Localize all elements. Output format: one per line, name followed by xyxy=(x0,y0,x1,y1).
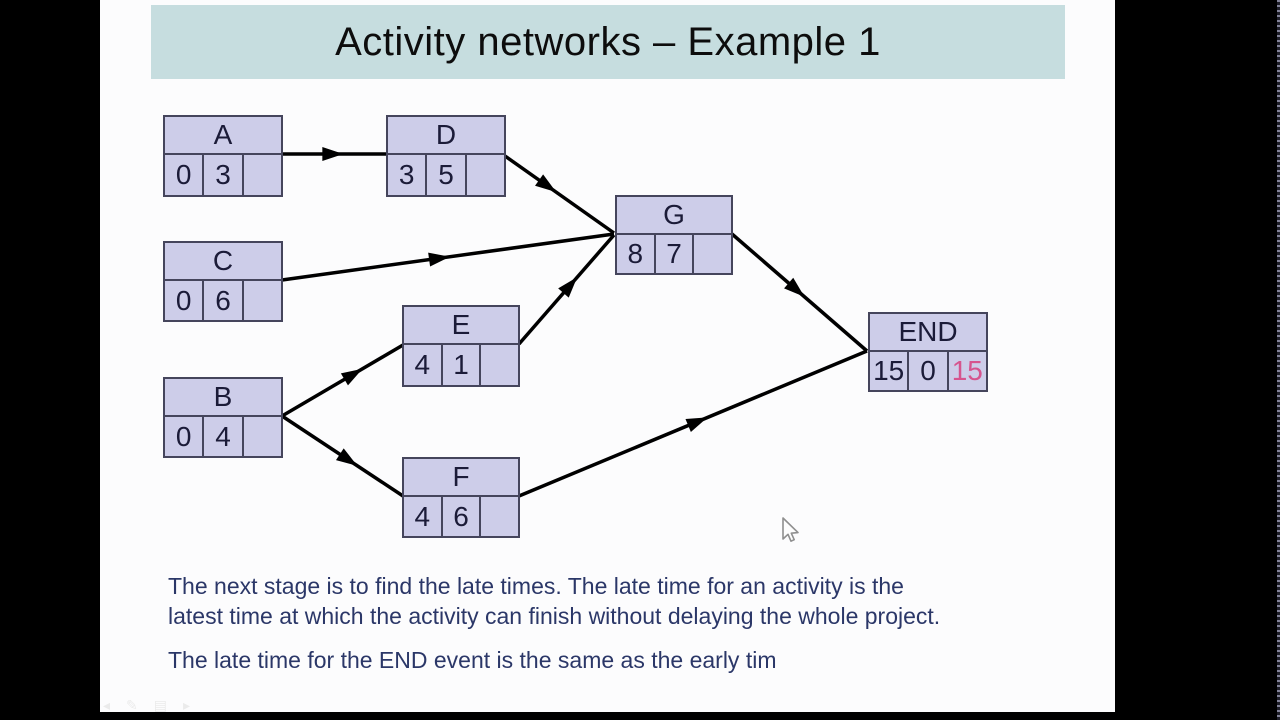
activity-time-cell: 0 xyxy=(175,284,192,316)
activity-time-cell xyxy=(241,281,281,320)
notes-line: latest time at which the activity can fi… xyxy=(168,603,941,629)
activity-time-cell: 6 xyxy=(440,497,480,536)
presenter-toolbar: ◂ ✎ ▤ ▸ xyxy=(103,697,190,714)
activity-time-cell: 3 xyxy=(398,159,415,190)
activity-node-label: D xyxy=(388,117,504,155)
activity-time-cell: 0 xyxy=(907,352,946,390)
notes-line: The late time for the END event is the s… xyxy=(168,647,777,673)
activity-node-label: B xyxy=(165,379,281,417)
video-edge-artifact xyxy=(1277,0,1280,720)
activity-node-label: A xyxy=(165,117,281,155)
slide-title-text: Activity networks – Example 1 xyxy=(335,19,881,64)
activity-node-label: F xyxy=(404,459,518,497)
notes-paragraph: The next stage is to find the late times… xyxy=(168,571,998,631)
activity-time-cell: 4 xyxy=(202,417,241,456)
activity-time-cell: 8 xyxy=(627,238,644,269)
activity-time-cell: 7 xyxy=(653,235,693,273)
activity-node-label: E xyxy=(404,307,518,345)
next-slide-icon[interactable]: ▸ xyxy=(183,697,191,713)
notes-text: The next stage is to find the late times… xyxy=(168,571,998,675)
activity-node-label: END xyxy=(870,314,986,352)
activity-time-cell: 0 xyxy=(175,159,192,190)
activity-node-label: C xyxy=(165,243,281,281)
activity-time-cell xyxy=(241,417,281,456)
activity-time-cell: 6 xyxy=(202,281,241,320)
activity-time-cell: 15 xyxy=(873,355,905,386)
activity-time-cell xyxy=(241,155,281,195)
activity-time-cell: 15 xyxy=(946,352,986,390)
activity-time-cell: 4 xyxy=(414,349,431,380)
previous-slide-icon[interactable]: ◂ xyxy=(103,697,111,713)
slide-menu-icon[interactable]: ▤ xyxy=(153,697,167,713)
activity-time-cell xyxy=(692,235,731,273)
activity-time-cell: 1 xyxy=(440,345,480,385)
slide-title: Activity networks – Example 1 xyxy=(151,5,1065,79)
activity-time-cell: 5 xyxy=(425,155,464,195)
activity-time-cell xyxy=(479,497,518,536)
pen-icon[interactable]: ✎ xyxy=(126,697,138,713)
activity-time-cell xyxy=(464,155,504,195)
activity-time-cell: 4 xyxy=(414,500,431,532)
activity-time-cell xyxy=(479,345,518,385)
activity-node-label: G xyxy=(617,197,731,235)
notes-line: The next stage is to find the late times… xyxy=(168,573,904,599)
activity-time-cell: 0 xyxy=(175,420,192,452)
activity-time-cell: 3 xyxy=(202,155,241,195)
mouse-cursor-icon xyxy=(782,517,799,542)
